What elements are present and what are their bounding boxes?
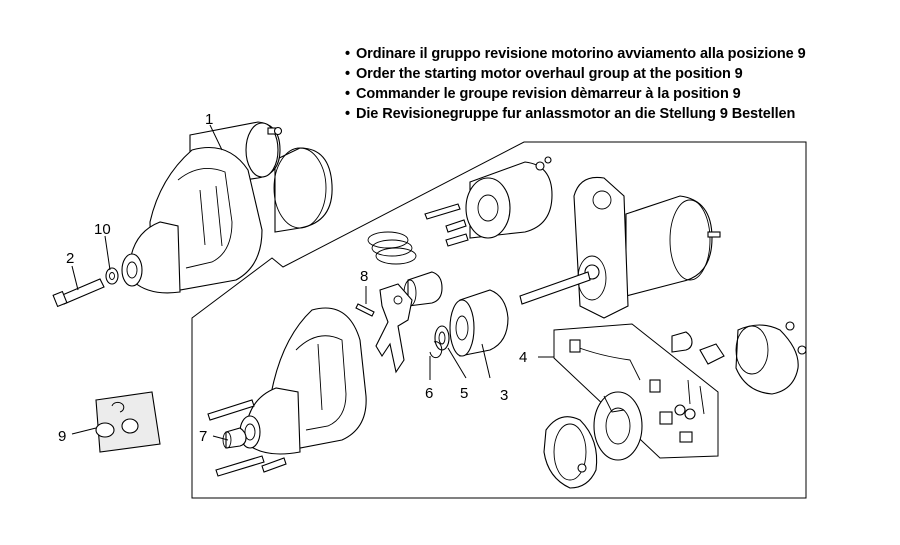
- end-cover: [735, 321, 807, 395]
- solenoid-screws: [424, 203, 469, 247]
- bushing-part-7: [222, 427, 247, 449]
- ring-part-5: [434, 325, 450, 351]
- note-french: •Commander le groupe revision dèmarreur …: [345, 86, 741, 102]
- bolt-part-2: [52, 278, 105, 308]
- bullet: •: [345, 86, 350, 102]
- circlip: [429, 341, 443, 359]
- note-english: •Order the starting motor overhaul group…: [345, 66, 743, 82]
- callout-5: 5: [460, 385, 468, 402]
- bullet: •: [345, 66, 350, 82]
- order-instructions: •Ordinare il gruppo revisione motorino a…: [345, 44, 806, 124]
- drive-pinion-part-3: [449, 289, 509, 357]
- brush-holder-group-part-4: [553, 323, 719, 459]
- overhaul-kit-part-9: [95, 391, 161, 453]
- callout-leaders: [71, 124, 554, 441]
- callout-8: 8: [360, 268, 368, 285]
- callout-1: 1: [205, 111, 213, 128]
- shift-fork-part-6: [375, 283, 413, 374]
- through-bolts: [207, 399, 287, 477]
- washer-part-10: [105, 267, 119, 285]
- callout-3: 3: [500, 387, 508, 404]
- note-italian: •Ordinare il gruppo revisione motorino a…: [345, 46, 806, 62]
- motor-exploded: [519, 176, 721, 319]
- callout-6: 6: [425, 385, 433, 402]
- solenoid-exploded: [465, 156, 553, 239]
- brush-plate: [593, 391, 643, 461]
- starter-motor-assembly: [121, 121, 333, 294]
- callout-7: 7: [199, 428, 207, 445]
- note-german: •Die Revisionegruppe fur anlassmotor an …: [345, 106, 796, 122]
- drive-end-housing-exploded: [239, 307, 367, 455]
- callout-10: 10: [94, 221, 111, 238]
- bullet: •: [345, 46, 350, 62]
- return-spring: [367, 231, 417, 265]
- callout-labels: 1 2 10 3 4 5 6 7 8 9: [58, 111, 527, 445]
- callout-2: 2: [66, 250, 74, 267]
- exploded-view-frame: [191, 141, 807, 499]
- callout-4: 4: [519, 349, 527, 366]
- bushes-right: [671, 331, 725, 365]
- bullet: •: [345, 106, 350, 122]
- callout-9: 9: [58, 428, 66, 445]
- commutator-end-shield: [543, 416, 598, 489]
- pin-part-8: [355, 303, 375, 317]
